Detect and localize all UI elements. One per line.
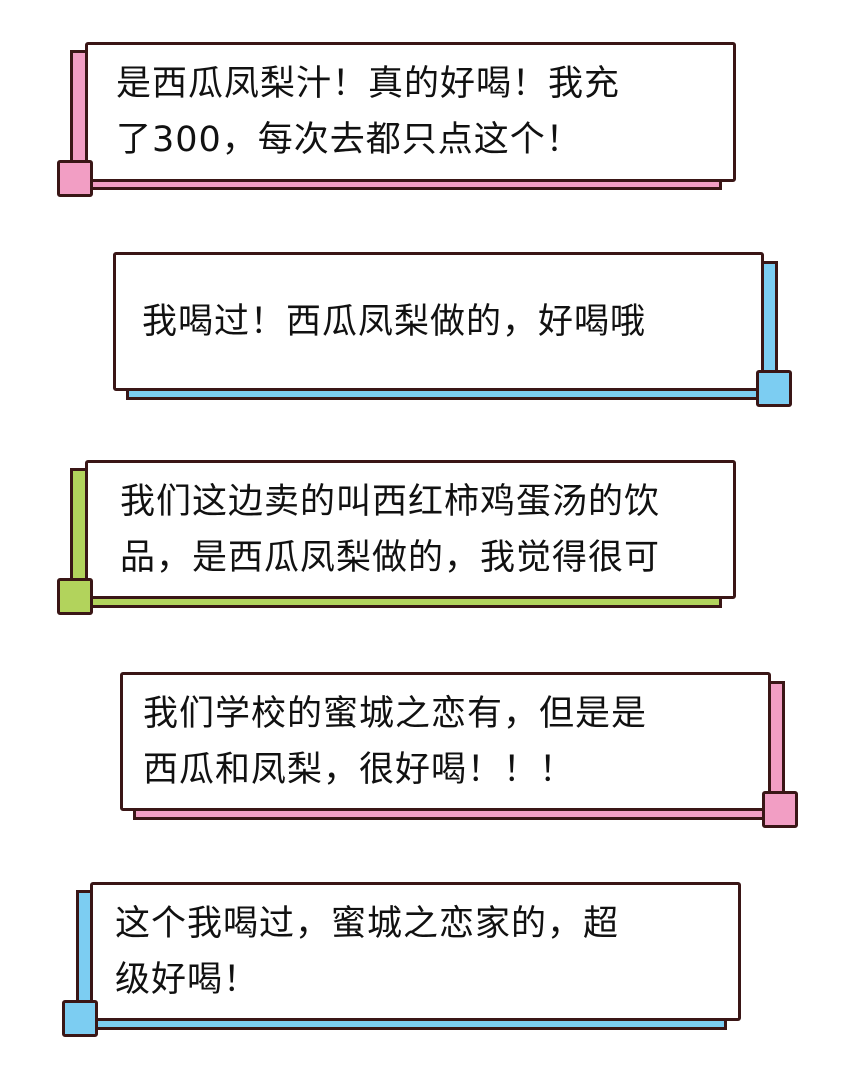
comment-box: 是西瓜凤梨汁！真的好喝！我充 了300，每次去都只点这个！ — [85, 42, 736, 182]
corner-square-icon — [57, 578, 93, 615]
corner-square-icon — [57, 160, 93, 197]
comment-line: 了300，每次去都只点这个！ — [116, 120, 582, 160]
comment-line: 品，是西瓜凤梨做的，我觉得很可 — [120, 537, 661, 578]
comment-text: 我们这边卖的叫西红柿鸡蛋汤的饮 品，是西瓜凤梨做的，我觉得很可 — [120, 474, 660, 586]
comment-box: 这个我喝过，蜜城之恋家的，超 级好喝！ — [90, 882, 741, 1021]
comment-line: 是西瓜凤梨汁！真的好喝！我充 — [116, 64, 621, 104]
comment-box: 我喝过！西瓜凤梨做的，好喝哦 — [113, 252, 764, 391]
comment-box: 我们学校的蜜城之恋有，但是是 西瓜和凤梨，很好喝！！！ — [120, 672, 771, 811]
comment-line: 我们学校的蜜城之恋有，但是是 — [143, 693, 648, 734]
comment-line: 这个我喝过，蜜城之恋家的，超 — [115, 903, 620, 944]
comment-line: 我喝过！西瓜凤梨做的，好喝哦 — [142, 301, 647, 342]
comment-line: 西瓜和凤梨，很好喝！！！ — [143, 749, 576, 790]
comment-line: 我们这边卖的叫西红柿鸡蛋汤的饮 — [120, 481, 661, 522]
comment-text: 我们学校的蜜城之恋有，但是是 西瓜和凤梨，很好喝！！！ — [143, 686, 647, 798]
comment-box: 我们这边卖的叫西红柿鸡蛋汤的饮 品，是西瓜凤梨做的，我觉得很可 — [85, 460, 736, 599]
corner-square-icon — [756, 370, 792, 407]
corner-square-icon — [762, 791, 798, 828]
comment-text: 这个我喝过，蜜城之恋家的，超 级好喝！ — [115, 896, 619, 1008]
comment-line: 级好喝！ — [115, 959, 260, 1000]
comment-text: 我喝过！西瓜凤梨做的，好喝哦 — [142, 294, 646, 350]
comment-text: 是西瓜凤梨汁！真的好喝！我充 了300，每次去都只点这个！ — [116, 56, 620, 168]
corner-square-icon — [62, 1000, 98, 1037]
